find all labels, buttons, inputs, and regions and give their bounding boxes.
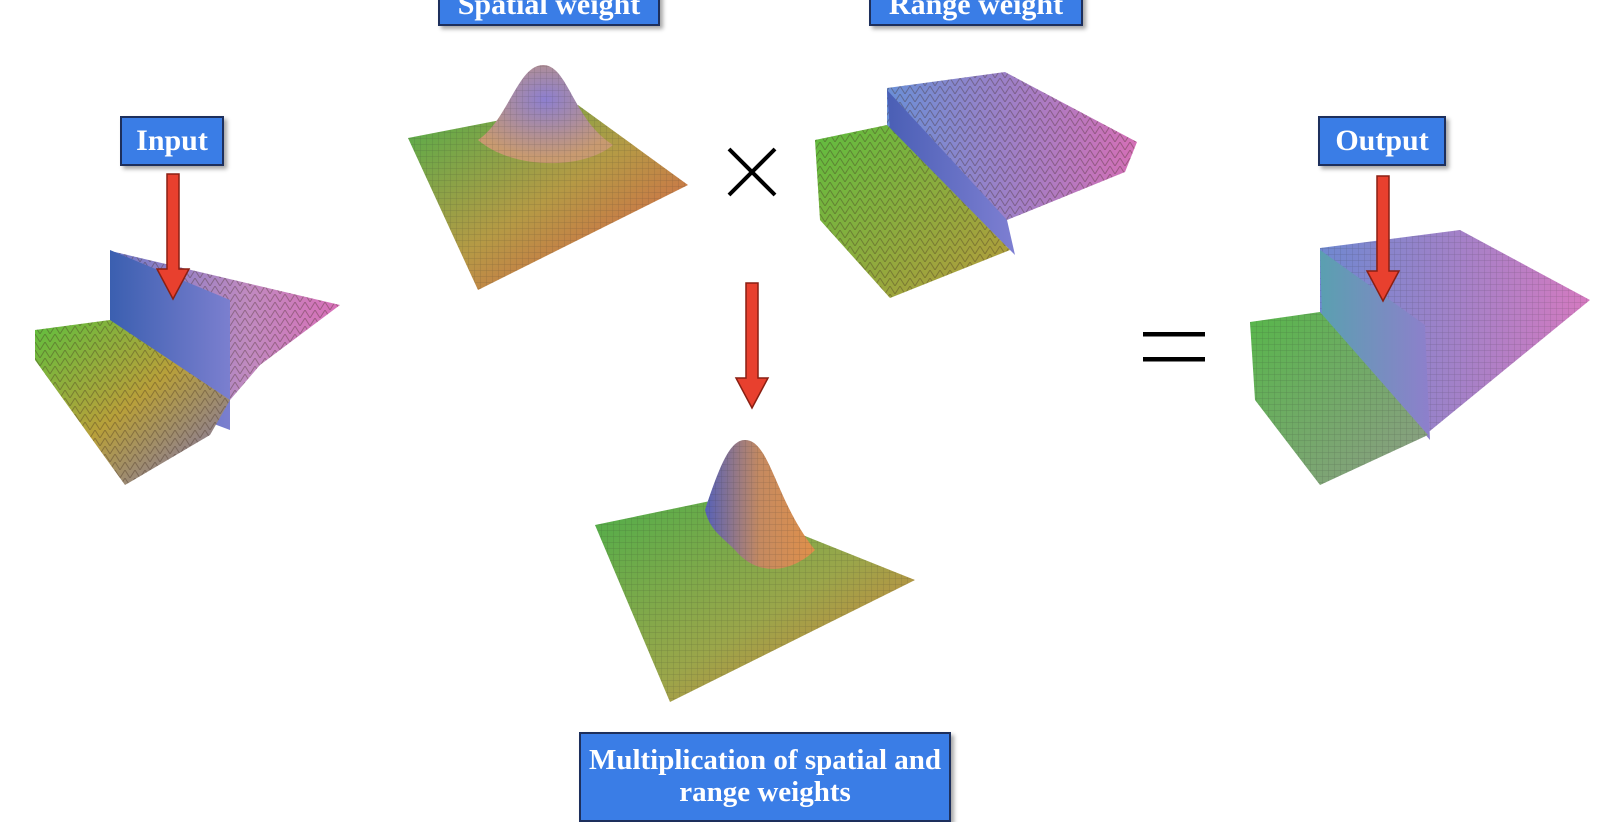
range-weight-surface xyxy=(815,72,1137,298)
spatial-gaussian-surface xyxy=(408,65,688,290)
multiplied-weight-surface xyxy=(595,440,915,702)
input-label: Input xyxy=(120,116,224,166)
multiplication-sign-icon xyxy=(727,147,777,197)
red-down-arrow-icon xyxy=(734,282,770,410)
range-weight-label: Range weight xyxy=(869,0,1083,26)
equals-sign-icon xyxy=(1143,332,1205,362)
spatial-weight-label: Spatial weight xyxy=(438,0,660,26)
output-label: Output xyxy=(1318,116,1446,166)
output-smoothed-step-surface xyxy=(1250,230,1590,485)
input-noisy-step-surface xyxy=(35,250,340,485)
red-down-arrow-icon xyxy=(155,173,191,301)
red-down-arrow-icon xyxy=(1365,175,1401,303)
multiplication-label: Multiplication of spatial and range weig… xyxy=(579,732,951,822)
